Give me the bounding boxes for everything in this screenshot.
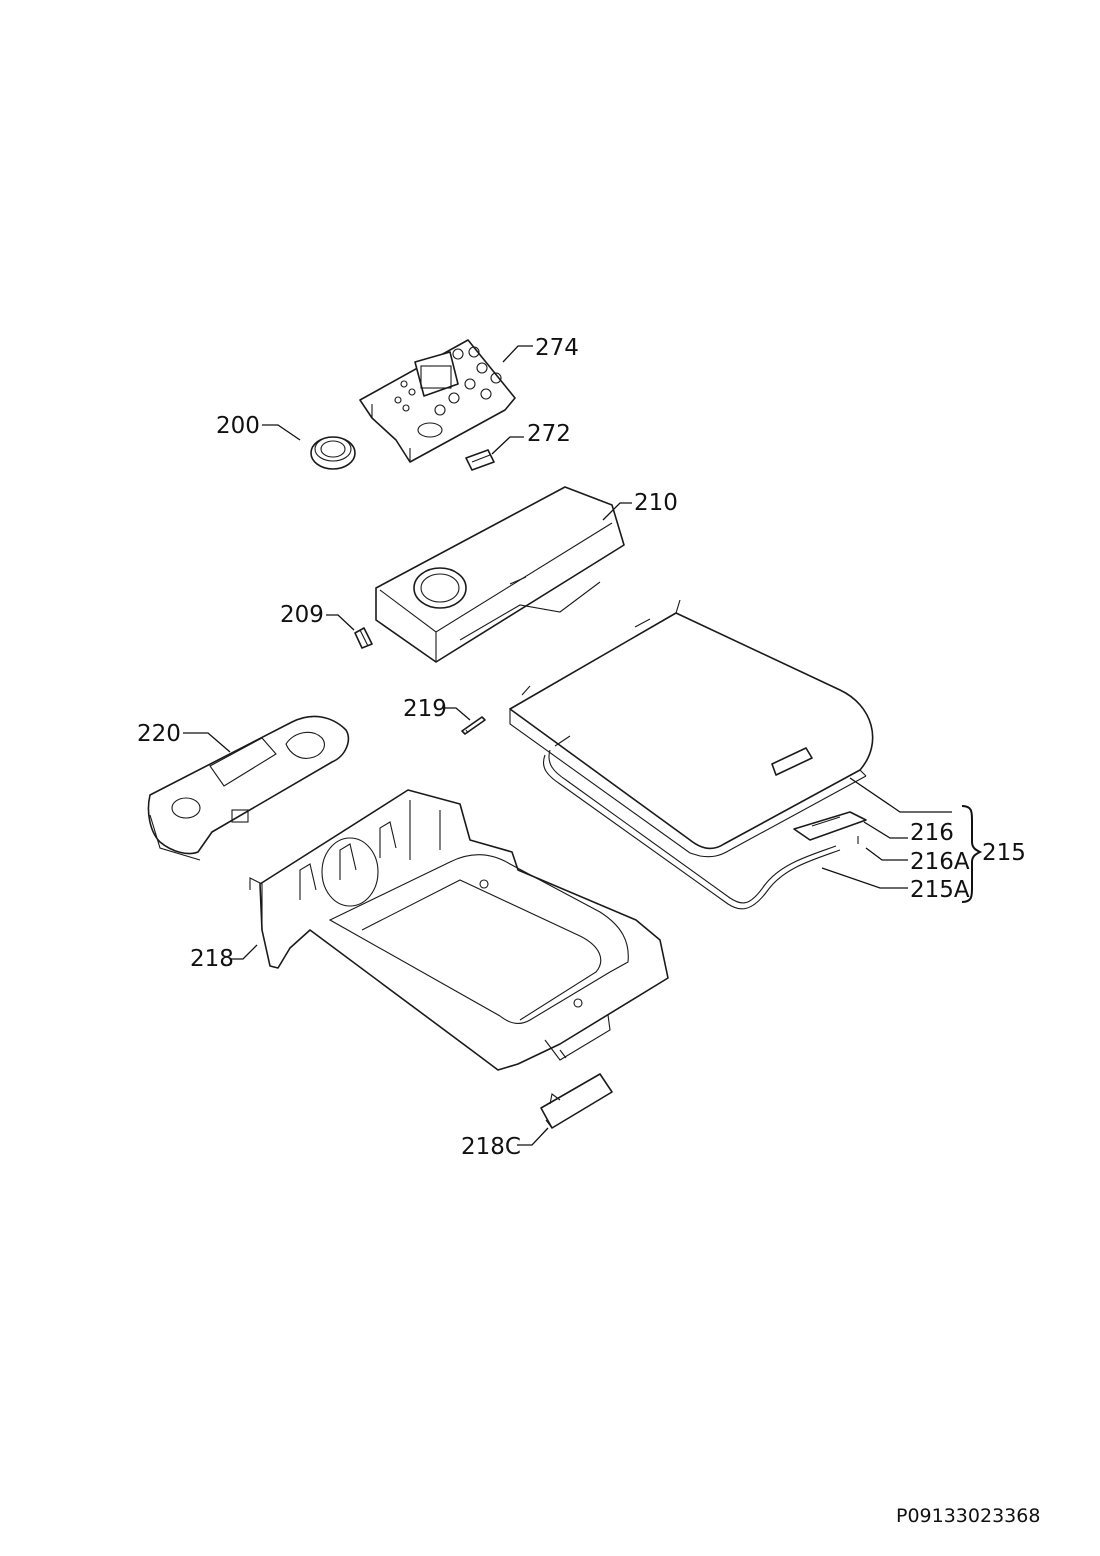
- part-218c-clip: [540, 1073, 613, 1129]
- callout-209: 209: [280, 602, 324, 628]
- group-brace-215: [961, 805, 983, 903]
- leader-210: [602, 502, 632, 521]
- leader-216a-screw: [865, 847, 908, 861]
- part-216a-handle: [793, 811, 867, 844]
- leader-215a: [821, 867, 908, 889]
- part-219-pin: [461, 716, 486, 735]
- callout-272: 272: [527, 421, 571, 447]
- part-220-dispenser: [147, 715, 350, 861]
- part-274-control-board: [359, 339, 516, 463]
- part-210-panel-housing: [375, 486, 625, 663]
- callout-218: 218: [190, 946, 234, 972]
- leader-220: [183, 732, 231, 753]
- part-272-connector: [465, 449, 495, 471]
- callout-215a: 215A: [910, 877, 970, 903]
- leader-200: [262, 424, 301, 441]
- leader-272: [491, 436, 524, 455]
- callout-218c: 218C: [461, 1134, 521, 1160]
- leader-219: [442, 707, 471, 721]
- callout-216: 216: [910, 820, 954, 846]
- part-216-lid: [509, 599, 874, 858]
- callout-220: 220: [137, 721, 181, 747]
- leader-218: [230, 944, 258, 960]
- callout-216a: 216A: [910, 849, 970, 875]
- callout-215: 215: [982, 840, 1026, 866]
- leader-209: [326, 614, 355, 631]
- callout-274: 274: [535, 335, 579, 361]
- part-209-clip: [354, 627, 373, 649]
- drawing-reference: P09133023368: [896, 1505, 1040, 1527]
- leader-274: [502, 345, 533, 363]
- leader-216a: [863, 821, 908, 839]
- callout-210: 210: [634, 490, 678, 516]
- leader-216: [849, 777, 952, 813]
- part-218-top-cover: [249, 789, 669, 1071]
- leader-218c: [517, 1127, 549, 1146]
- part-215a-gasket: [542, 735, 841, 910]
- callout-219: 219: [403, 696, 447, 722]
- part-200-knob: [310, 436, 356, 470]
- callout-200: 200: [216, 413, 260, 439]
